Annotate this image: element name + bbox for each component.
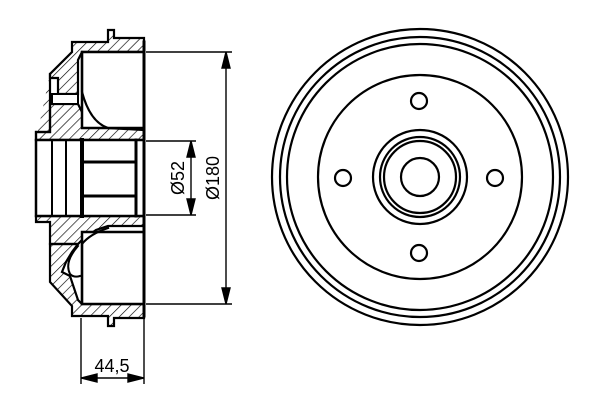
upper-drum-cavity bbox=[80, 50, 146, 130]
section-view bbox=[34, 28, 146, 328]
outer-rim bbox=[270, 27, 570, 327]
bolt-hole-top bbox=[409, 91, 429, 111]
bore-diameter-label: Ø52 bbox=[168, 161, 188, 195]
width-label: 44,5 bbox=[94, 356, 129, 376]
center-bore bbox=[399, 156, 441, 198]
bolt-hole-left bbox=[333, 168, 353, 188]
rim-ring-2 bbox=[285, 42, 555, 312]
bolt-hole-right bbox=[485, 168, 505, 188]
hub-outer bbox=[371, 128, 469, 226]
bolt-hole-bottom bbox=[409, 243, 429, 263]
drum-diameter-label: Ø180 bbox=[203, 156, 223, 200]
upper-web bbox=[34, 72, 52, 142]
dimension-lines bbox=[80, 51, 232, 384]
hub-ring-2 bbox=[382, 139, 458, 215]
bore bbox=[34, 138, 146, 218]
rim-ring-1 bbox=[278, 35, 562, 319]
front-view bbox=[270, 27, 570, 327]
mounting-face bbox=[316, 73, 524, 281]
lower-drum-cavity bbox=[80, 230, 146, 306]
hub-ring-1 bbox=[378, 135, 462, 219]
